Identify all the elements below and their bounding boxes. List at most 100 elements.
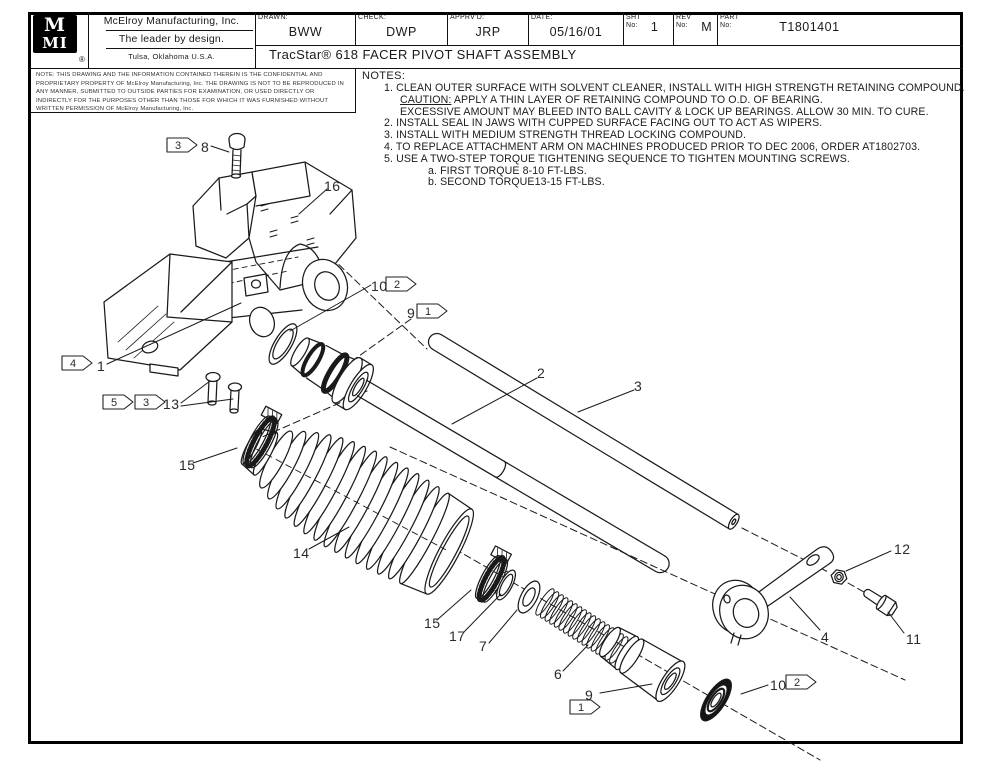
note-flag-1: 1 <box>569 699 601 715</box>
note-line: 2. INSTALL SEAL IN JAWS WITH CUPPED SURF… <box>384 117 823 130</box>
rev-label2: No: <box>676 22 688 30</box>
header-divider <box>528 12 529 45</box>
notes-heading: NOTES: <box>362 70 406 82</box>
check-label: CHECK: <box>358 14 387 21</box>
mcelroy-logo: M MI <box>33 15 77 53</box>
note-flag-4: 4 <box>61 355 93 371</box>
notes-section: NOTES: 1. CLEAN OUTER SURFACE WITH SOLVE… <box>362 70 965 189</box>
svg-text:1: 1 <box>578 702 584 714</box>
callout-4: 4 <box>821 629 829 645</box>
note-line: a. FIRST TORQUE 8-10 FT-LBS. <box>428 164 587 177</box>
note-flag-2: 2 <box>385 276 417 292</box>
part-16-clamp <box>192 161 357 291</box>
callout-8: 8 <box>201 139 209 155</box>
callout-15: 15 <box>179 457 196 473</box>
sht-label2: No: <box>626 22 638 30</box>
callout-15: 15 <box>424 615 441 631</box>
note-line: EXCESSIVE AMOUNT MAY BLEED INTO BALL CAV… <box>400 105 929 118</box>
drawn-label: DRAWN: <box>258 14 288 21</box>
part-3-tube <box>427 332 740 530</box>
note-line: 1. CLEAN OUTER SURFACE WITH SOLVENT CLEA… <box>384 82 965 94</box>
rev-label: REV <box>676 14 692 21</box>
callout-2: 2 <box>537 365 545 381</box>
part-value: T1801401 <box>779 20 840 34</box>
part-6-spring <box>535 588 629 664</box>
header-divider <box>623 12 624 45</box>
header-divider <box>447 12 448 45</box>
part-2-shaft <box>356 379 670 574</box>
note-flag-1: 1 <box>416 303 448 319</box>
drawn-value: BWW <box>288 25 323 40</box>
header-bottom-line <box>30 68 963 69</box>
header-divider <box>355 12 356 45</box>
callout-12: 12 <box>894 541 911 557</box>
svg-text:2: 2 <box>394 279 400 291</box>
company-separator <box>106 30 253 31</box>
header-divider <box>673 12 674 45</box>
note-line: 5. USE A TWO-STEP TORQUE TIGHTENING SEQU… <box>384 152 850 165</box>
drawing-title: TracStar® 618 FACER PIVOT SHAFT ASSEMBLY <box>269 47 577 62</box>
callout-10: 10 <box>371 278 388 294</box>
svg-text:4: 4 <box>70 358 76 370</box>
callout-7: 7 <box>479 638 487 654</box>
leader-lines <box>106 145 905 695</box>
callout-6: 6 <box>554 666 562 682</box>
part-9-housing-lower <box>599 626 686 703</box>
sht-label: SHT <box>626 14 641 21</box>
date-value: 05/16/01 <box>549 25 603 40</box>
date-label: DATE: <box>531 14 553 21</box>
header-divider <box>88 12 89 68</box>
header-divider <box>717 12 718 45</box>
company-name: McElroy Manufacturing, Inc. <box>103 15 240 27</box>
part-8-screw <box>228 132 246 179</box>
part-13-screws <box>205 371 243 414</box>
part-12-nut <box>830 569 848 585</box>
part-11-bolt <box>863 588 898 617</box>
field-drawn: DRAWN: BWW <box>258 14 353 39</box>
rev-value: M <box>701 20 713 34</box>
note-flag-3: 3 <box>134 394 166 410</box>
logo-letter-m: M <box>43 14 67 36</box>
note-flag-2: 2 <box>785 674 817 690</box>
part-4-attachment-arm <box>712 546 835 646</box>
field-date: DATE: 05/16/01 <box>531 14 621 39</box>
callout-10: 10 <box>770 677 787 693</box>
callout-14: 14 <box>293 545 310 561</box>
svg-text:3: 3 <box>175 140 181 152</box>
note-line: CAUTION: APPLY A THIN LAYER OF RETAINING… <box>400 93 823 106</box>
svg-text:2: 2 <box>794 677 800 689</box>
notes-lines: 1. CLEAN OUTER SURFACE WITH SOLVENT CLEA… <box>362 82 965 189</box>
field-apprvd: APPRV'D: JRP <box>450 14 526 39</box>
registered-mark: ® <box>79 55 85 64</box>
check-value: DWP <box>386 25 417 40</box>
part-14-bellows <box>240 427 475 595</box>
apprvd-value: JRP <box>475 25 501 40</box>
header-row-divider <box>255 45 963 46</box>
svg-text:5: 5 <box>111 397 117 409</box>
callout-11: 11 <box>906 631 922 647</box>
svg-text:3: 3 <box>143 397 149 409</box>
svg-text:1: 1 <box>425 306 431 318</box>
note-flag-3: 3 <box>166 137 198 153</box>
callout-13: 13 <box>163 396 180 412</box>
part-10-seal-lower <box>700 678 732 722</box>
callout-1: 1 <box>97 358 105 374</box>
part-1-carriage <box>103 246 349 377</box>
part-15-clamp-right <box>474 545 513 603</box>
note-line: 3. INSTALL WITH MEDIUM STRENGTH THREAD L… <box>384 129 747 142</box>
company-separator <box>106 48 253 49</box>
company-tagline: The leader by design. <box>118 33 225 45</box>
company-location: Tulsa, Oklahoma U.S.A. <box>128 52 215 61</box>
note-flag-5: 5 <box>102 394 134 410</box>
sht-value: 1 <box>650 20 659 34</box>
callout-9: 9 <box>585 687 593 703</box>
inspection-flags: 3 4 5 3 2 1 1 2 <box>61 137 817 715</box>
note-line: b. SECOND TORQUE13-15 FT-LBS. <box>428 176 605 189</box>
apprvd-label: APPRV'D: <box>450 14 485 21</box>
part-7-washer <box>517 580 541 614</box>
part-label2: No: <box>720 22 732 30</box>
